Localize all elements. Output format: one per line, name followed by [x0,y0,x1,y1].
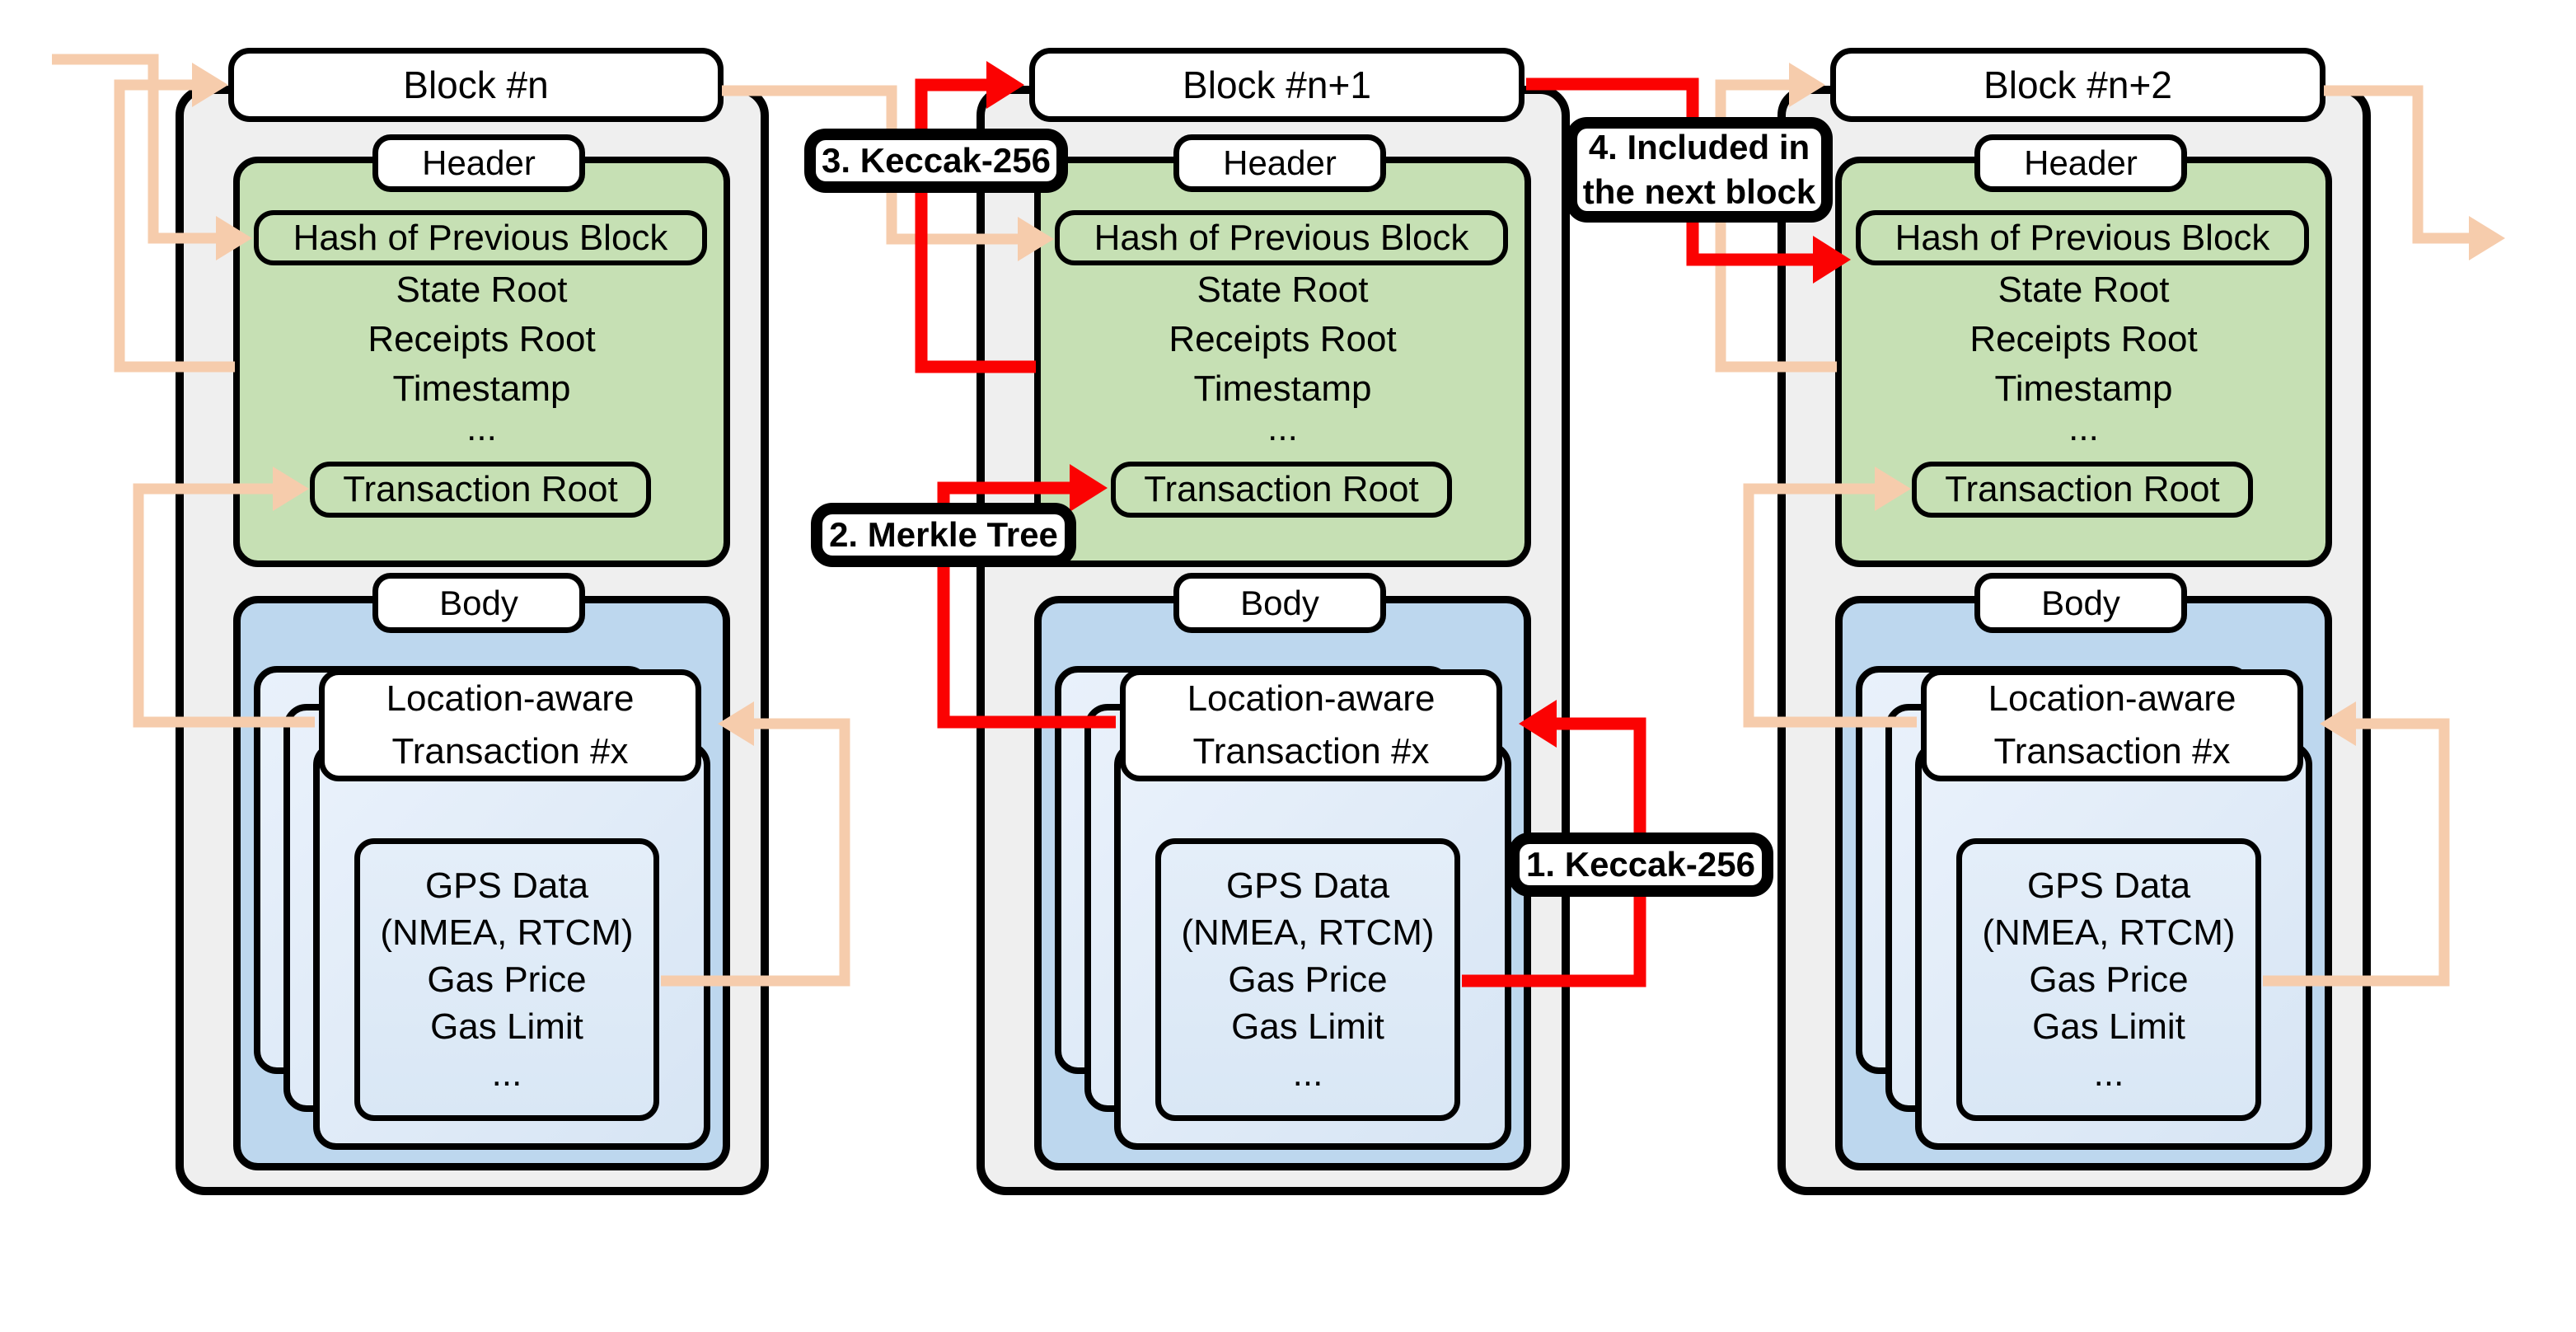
transaction-label: Location-aware Transaction #x [1120,669,1502,781]
arrow-tx-keccak-block-n [661,718,850,987]
block-title: Block #n [228,48,724,122]
arrow-tx-keccak-block-n2 [2263,718,2450,987]
transaction-root-box: Transaction Root [1912,462,2253,518]
header-field-state-root: State Root [396,270,568,310]
header-field-state-root: State Root [1197,270,1369,310]
arrow-step2-merkle-tree [937,481,1116,729]
body-label: Body [1173,573,1386,633]
header-field-state-root: State Root [1998,270,2170,310]
body-label: Body [1974,573,2187,633]
arrowhead-step4-included-next-block [1813,236,1851,284]
header-label: Header [1974,134,2187,192]
block-n1-group: Block #n+1 Header Hash of Previous Block… [977,0,1581,1332]
transaction-label: Location-aware Transaction #x [1921,669,2303,781]
block-title-text: Block #n+1 [1183,63,1371,106]
header-field-timestamp: Timestamp [1994,368,2173,409]
callout-step3-keccak: 3. Keccak-256 [804,129,1068,193]
header-field-receipts-root: Receipts Root [1169,319,1397,359]
arrow-merkle-block-n [133,483,315,728]
header-field-receipts-root: Receipts Root [368,319,596,359]
callout-step2-merkle-tree: 2. Merkle Tree [811,503,1076,567]
body-label: Body [372,573,585,633]
transaction-root-box: Transaction Root [310,462,651,518]
arrowhead-merkle-block-n2 [1875,467,1911,511]
header-field-ellipsis: ... [466,408,497,448]
gps-data-box: GPS Data (NMEA, RTCM) Gas Price Gas Limi… [1956,838,2261,1121]
hash-of-previous-block-box: Hash of Previous Block [1055,210,1508,265]
transaction-label: Location-aware Transaction #x [319,669,701,781]
arrowhead-chain-in-prev-block [216,216,252,260]
header-label: Header [1173,134,1386,192]
block-title: Block #n+2 [1830,48,2325,122]
header-field-receipts-root: Receipts Root [1969,319,2198,359]
block-title-text: Block #n+2 [1984,63,2172,106]
arrowhead-chain-block-n-to-n1 [1018,217,1054,261]
arrowhead-header-keccak-block-n [192,63,228,107]
arrow-chain-in-prev-block [52,54,218,244]
arrowhead-step3-header-keccak [986,61,1024,109]
hash-of-previous-block-box: Hash of Previous Block [1856,210,2309,265]
arrowhead-step2-merkle-tree [1070,464,1108,512]
callout-step1-keccak: 1. Keccak-256 [1508,832,1773,897]
header-field-timestamp: Timestamp [1193,368,1372,409]
arrowhead-chain-out-next-block [2469,216,2505,260]
block-n-group: Block #n Header Hash of Previous Block S… [176,0,780,1332]
header-label: Header [372,134,585,192]
arrowhead-header-keccak-block-n2 [1789,63,1825,107]
arrowhead-tx-keccak-block-n [718,701,754,746]
header-field-ellipsis: ... [1267,408,1298,448]
arrow-header-keccak-block-n2 [1715,79,1837,373]
gps-data-box: GPS Data (NMEA, RTCM) Gas Price Gas Limi… [1155,838,1460,1121]
header-field-timestamp: Timestamp [392,368,571,409]
arrow-merkle-block-n2 [1743,483,1917,728]
arrowhead-tx-keccak-block-n2 [2320,701,2356,746]
arrowhead-step1-tx-keccak [1519,700,1557,748]
arrow-step3-header-keccak [915,78,1036,373]
callout-step4-included-next-block: 4. Included in the next block [1566,117,1833,223]
arrow-header-keccak-block-n [114,79,235,373]
gps-data-box: GPS Data (NMEA, RTCM) Gas Price Gas Limi… [354,838,659,1121]
arrowhead-merkle-block-n [273,467,309,511]
block-n2-group: Block #n+2 Header Hash of Previous Block… [1777,0,2382,1332]
hash-of-previous-block-box: Hash of Previous Block [254,210,707,265]
header-field-ellipsis: ... [2068,408,2099,448]
block-title: Block #n+1 [1029,48,1525,122]
transaction-root-box: Transaction Root [1111,462,1452,518]
arrow-chain-out-next-block [2324,85,2471,244]
block-title-text: Block #n [403,63,549,106]
